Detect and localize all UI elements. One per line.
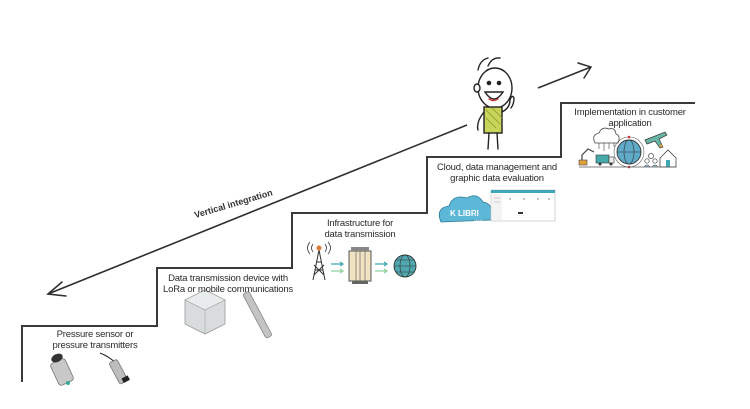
- pressure-sensor-icon: [50, 353, 74, 386]
- server-rack-icon: [348, 247, 372, 284]
- customer-application-illustration: [578, 127, 677, 169]
- kolibri-cloud-subtext: cloud: [474, 219, 482, 223]
- globe-icon: [613, 135, 645, 169]
- step-2-label-line2: LoRa or mobile communications: [163, 284, 293, 295]
- step-2-label: Data transmission device with LoRa or mo…: [158, 273, 298, 295]
- vertical-integration-arrow: [46, 124, 468, 297]
- tube-data-logger-icon: [242, 291, 272, 339]
- step-1-label-line1: Pressure sensor or: [56, 329, 134, 340]
- step-1-label: Pressure sensor or pressure transmitters: [40, 329, 150, 351]
- step-4-label: Cloud, data management and graphic data …: [432, 162, 562, 184]
- step-5-label-line2: application: [608, 118, 652, 129]
- radio-tower-icon: [307, 241, 331, 281]
- step-5-label-line1: Implementation in customer: [574, 107, 686, 118]
- house-icon: [659, 149, 677, 168]
- staircase-line: [21, 102, 695, 382]
- truck-icon: [595, 154, 615, 166]
- step-2-label-line1: Data transmission device with: [168, 273, 288, 284]
- kolibri-cloud-icon: K LIBRI cloud: [438, 195, 493, 223]
- cloud-network-icon: [593, 127, 620, 151]
- airplane-icon: [644, 131, 668, 149]
- step-5-label: Implementation in customer application: [565, 107, 695, 129]
- step-3-label: Infrastructure for data transmission: [310, 218, 410, 240]
- people-icon: [643, 153, 659, 168]
- step-1-label-line2: pressure transmitters: [52, 340, 138, 351]
- globe-icon: [393, 254, 417, 278]
- transfer-arrows-icon: [331, 261, 389, 274]
- cable-pressure-probe-icon: [99, 352, 130, 385]
- step-3-label-line1: Infrastructure for: [326, 218, 394, 229]
- transmitter-box-icon: [184, 289, 226, 335]
- dashboard-screenshot-icon: [490, 189, 556, 222]
- robot-arm-icon: [578, 148, 595, 166]
- progress-arrow-icon: [537, 62, 593, 89]
- step-3-label-line2: data transmission: [324, 229, 396, 240]
- step-4-label-line1: Cloud, data management and: [437, 162, 557, 173]
- stick-figure-illustration: [473, 57, 515, 150]
- step-4-label-line2: graphic data evaluation: [450, 173, 544, 184]
- kolibri-brand-text: K LIBRI: [450, 209, 479, 218]
